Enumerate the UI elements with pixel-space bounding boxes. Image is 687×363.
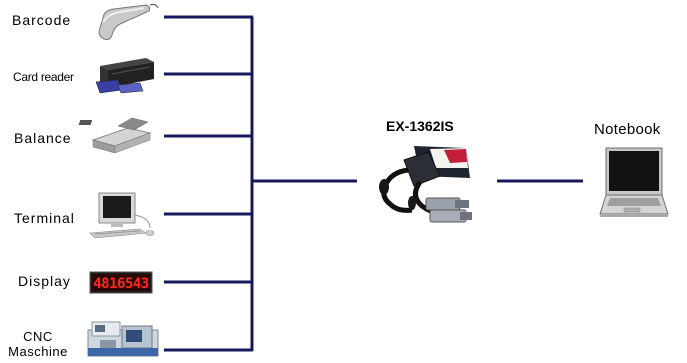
terminal-icon [89, 192, 155, 239]
label-barcode: Barcode [12, 12, 72, 28]
balance-scale-icon [78, 117, 152, 154]
label-cnc-line2: Maschine [8, 344, 68, 359]
label-balance: Balance [14, 130, 72, 146]
label-terminal: Terminal [14, 210, 75, 226]
notebook-icon [599, 147, 669, 217]
label-product: EX-1362IS [386, 118, 454, 134]
label-display: Display [18, 273, 71, 289]
led-display-icon: 4816543 [89, 271, 153, 294]
connector-lines [164, 15, 583, 352]
barcode-scanner-icon [98, 3, 159, 40]
display-readout: 4816543 [93, 276, 149, 292]
card-reader-icon [95, 58, 154, 94]
cnc-machine-icon [87, 321, 159, 357]
label-cnc-maschine: CNC Maschine [8, 329, 68, 359]
label-notebook: Notebook [594, 121, 661, 138]
label-card-reader: Card reader [13, 70, 74, 84]
label-cnc-line1: CNC [23, 329, 53, 344]
pcmcia-serial-card-icon [379, 146, 472, 223]
